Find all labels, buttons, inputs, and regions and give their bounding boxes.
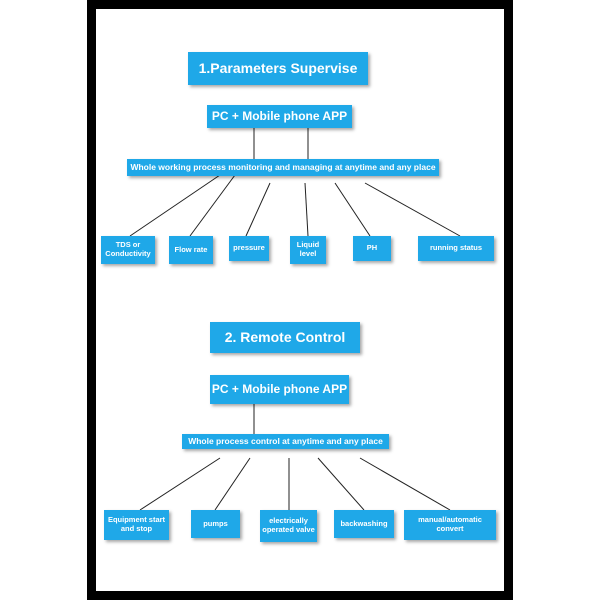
section1-item-liquid-level: Liquid level xyxy=(290,236,326,264)
section1-process-bar: Whole working process monitoring and man… xyxy=(127,159,439,176)
section1-item-ph: PH xyxy=(353,236,391,261)
connector-line xyxy=(139,457,221,511)
connector-line xyxy=(364,182,461,237)
section2-item-equipment-start-stop: Equipment start and stop xyxy=(104,510,169,540)
section2-item-manual-automatic-convert: manual/automatic convert xyxy=(404,510,496,540)
connector-line xyxy=(317,457,365,511)
connector-line xyxy=(304,182,309,237)
section2-item-pumps: pumps xyxy=(191,510,240,538)
connector-line xyxy=(129,174,221,237)
section2-item-backwashing: backwashing xyxy=(334,510,394,538)
section1-item-running-status: running status xyxy=(418,236,494,261)
section2-process-bar: Whole process control at anytime and any… xyxy=(182,434,389,449)
section1-item-pressure: pressure xyxy=(229,236,269,261)
connector-line xyxy=(189,174,236,237)
section2-app-box: PC + Mobile phone APP xyxy=(210,375,349,404)
connector-line xyxy=(245,182,271,237)
section1-app-box: PC + Mobile phone APP xyxy=(207,105,352,128)
connector-line xyxy=(359,457,451,511)
section1-item-tds: TDS or Conductivity xyxy=(101,236,155,264)
section1-title: 1.Parameters Supervise xyxy=(188,52,368,85)
section2-title: 2. Remote Control xyxy=(210,322,360,353)
connector-line xyxy=(334,182,371,237)
section1-item-flow-rate: Flow rate xyxy=(169,236,213,264)
connector-line xyxy=(214,457,251,511)
section2-item-electrically-operated-valve: electrically operated valve xyxy=(260,510,317,542)
